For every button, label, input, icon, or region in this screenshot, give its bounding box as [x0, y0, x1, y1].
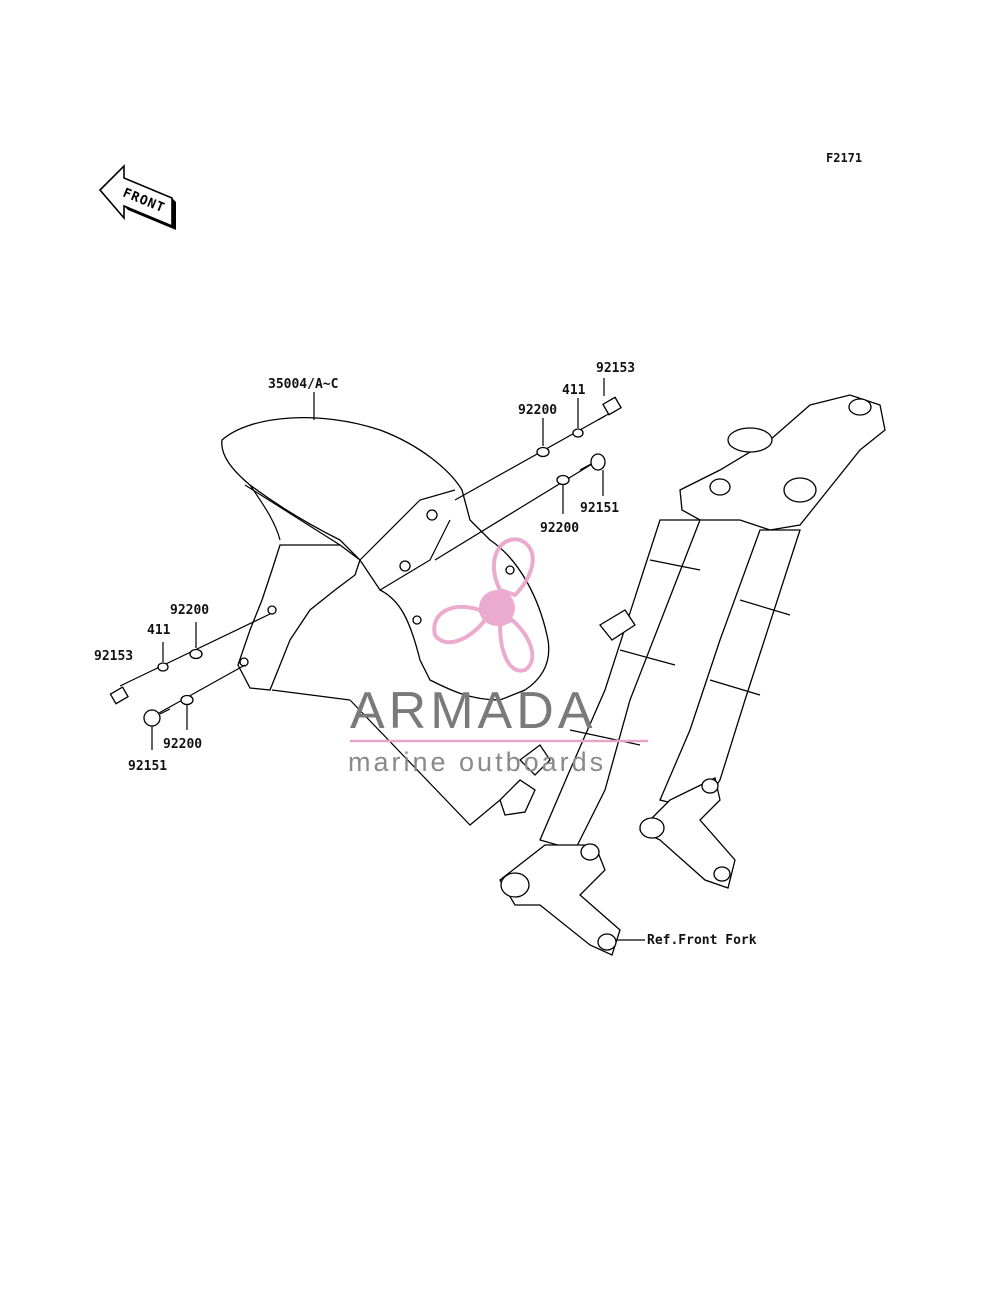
label-washer-right-lower: 92200: [540, 521, 579, 536]
label-washer-left-lower: 92200: [163, 737, 202, 752]
label-collar-left: 411: [147, 623, 171, 638]
label-bolt-right-top: 92153: [596, 361, 635, 376]
washer-92200-right-lower-icon: [556, 474, 570, 486]
bolt-92153-left-icon: [109, 686, 129, 705]
label-fender: 35004/A~C: [268, 377, 338, 392]
label-washer-left-top: 92200: [170, 603, 209, 618]
part-labels: 35004/A~C 92153 411 92200 92151 92200 92…: [94, 361, 757, 948]
bolt-92151-left-icon: [143, 708, 171, 727]
leader-lines: [119, 378, 645, 941]
label-bolt-left-lower: 92151: [128, 759, 167, 774]
bolt-92153-right-icon: [597, 396, 622, 421]
propeller-logo-icon: [432, 537, 535, 673]
watermark: ARMADA marine outboards: [348, 537, 648, 777]
label-collar-right: 411: [562, 383, 586, 398]
watermark-brand: ARMADA: [350, 682, 596, 740]
label-bolt-right-lower: 92151: [580, 501, 619, 516]
washer-92200-left-lower-icon: [180, 694, 194, 706]
front-fender: [221, 417, 550, 826]
label-ref-front-fork: Ref.Front Fork: [647, 933, 757, 948]
front-fork: [499, 394, 886, 956]
washer-92200-right-top-icon: [536, 446, 550, 458]
collar-411-left-icon: [157, 662, 169, 672]
figure-code: F2171: [826, 151, 862, 165]
washer-92200-left-top-icon: [189, 648, 203, 660]
collar-411-right-icon: [572, 428, 584, 438]
bolt-92151-right-icon: [579, 453, 606, 471]
label-bolt-left-top: 92153: [94, 649, 133, 664]
watermark-tagline: marine outboards: [348, 747, 606, 777]
label-washer-right-top: 92200: [518, 403, 557, 418]
hardware: [109, 396, 622, 727]
front-arrow-icon: FRONT: [98, 164, 176, 230]
